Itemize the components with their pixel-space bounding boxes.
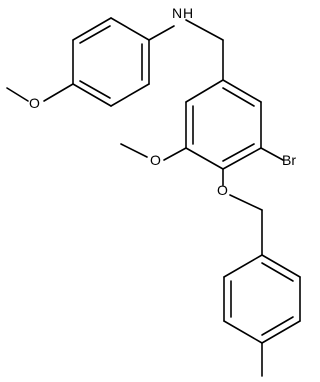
bond — [72, 83, 112, 107]
atom-label-layer: N H O O O Br — [29, 5, 296, 198]
bond — [6, 87, 29, 102]
bond — [110, 83, 150, 107]
bond — [163, 147, 187, 161]
bromine-label: Br — [282, 152, 296, 168]
amine-nitrogen-label: N — [172, 5, 182, 21]
bond — [223, 320, 263, 344]
bond — [222, 87, 255, 107]
bond — [222, 79, 262, 103]
molecule-structure: N H O O O Br — [6, 5, 301, 377]
bond — [261, 254, 301, 278]
bond — [185, 19, 224, 41]
bond — [79, 25, 111, 44]
bond — [261, 316, 294, 336]
bond — [72, 17, 112, 41]
bond — [110, 17, 150, 41]
methoxy-oxygen-label: O — [29, 95, 40, 111]
amine-hydrogen-label: H — [183, 5, 193, 21]
bond — [120, 143, 148, 158]
bond — [222, 143, 255, 162]
bond — [43, 83, 74, 102]
bond — [260, 147, 284, 161]
bond — [222, 147, 262, 170]
bond — [223, 254, 263, 278]
bond — [261, 320, 301, 344]
methoxy-oxygen-label: O — [150, 152, 161, 168]
bond — [185, 79, 224, 103]
bond-layer — [6, 17, 301, 377]
bond — [261, 262, 294, 282]
bond — [79, 80, 111, 99]
bond — [229, 194, 263, 211]
bond — [185, 147, 224, 170]
ether-oxygen-label: O — [217, 182, 228, 198]
bond — [148, 25, 175, 41]
